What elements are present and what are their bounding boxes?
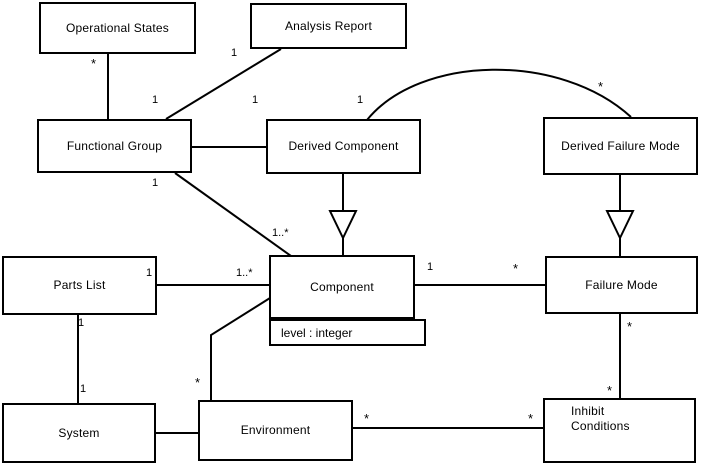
edge-derived-component--derived-failure-mode[interactable] bbox=[366, 68, 632, 121]
multiplicity-component-parts-list: 1..* bbox=[236, 267, 253, 279]
class-operational-states-label: Operational States bbox=[66, 20, 169, 35]
class-inhibit-conditions[interactable]: Inhibit Conditions bbox=[543, 398, 696, 463]
multiplicity-failure-mode-inhibit-conditions: * bbox=[627, 319, 633, 334]
class-component[interactable]: Component bbox=[269, 255, 415, 319]
class-failure-mode[interactable]: Failure Mode bbox=[545, 256, 698, 314]
multiplicity-environment-component: * bbox=[195, 375, 201, 390]
edge-functional-group--component[interactable] bbox=[174, 172, 292, 257]
multiplicity-component-failure-mode: 1 bbox=[427, 261, 434, 273]
multiplicity-parts-list-system: 1 bbox=[78, 317, 85, 329]
multiplicity-parts-list-component: 1 bbox=[146, 267, 153, 279]
class-derived-component[interactable]: Derived Component bbox=[266, 119, 421, 174]
class-operational-states[interactable]: Operational States bbox=[39, 2, 196, 54]
multiplicity-derived-failure-mode-arc: * bbox=[598, 79, 604, 94]
edge-functional-group--analysis-report[interactable] bbox=[165, 48, 282, 120]
multiplicity-environment-inhibit-conditions: * bbox=[364, 411, 370, 426]
class-derived-component-label: Derived Component bbox=[288, 139, 399, 153]
class-analysis-report-label: Analysis Report bbox=[284, 18, 373, 33]
class-derived-failure-mode-label: Derived Failure Mode bbox=[561, 138, 680, 153]
class-functional-group-label: Functional Group bbox=[66, 138, 163, 153]
multiplicity-system-parts-list: 1 bbox=[80, 383, 87, 395]
class-component-attribute-compartment[interactable]: level : integer bbox=[269, 319, 426, 346]
class-parts-list[interactable]: Parts List bbox=[2, 256, 157, 315]
class-inhibit-conditions-label: Inhibit Conditions bbox=[571, 404, 630, 433]
generalization-arrow-failure-mode bbox=[605, 210, 635, 241]
class-derived-failure-mode[interactable]: Derived Failure Mode bbox=[543, 117, 698, 175]
class-environment-label: Environment bbox=[240, 423, 311, 437]
generalization-arrow-component bbox=[328, 210, 358, 241]
class-component-attribute-level: level : integer bbox=[281, 325, 353, 340]
class-analysis-report[interactable]: Analysis Report bbox=[250, 3, 407, 49]
class-system[interactable]: System bbox=[2, 403, 156, 463]
multiplicity-derived-component-arc: 1 bbox=[357, 94, 364, 106]
class-parts-list-label: Parts List bbox=[53, 278, 106, 292]
class-environment[interactable]: Environment bbox=[198, 400, 353, 461]
class-component-label: Component bbox=[310, 279, 374, 294]
class-system-label: System bbox=[58, 425, 100, 440]
multiplicity-inhibit-conditions-environment: * bbox=[528, 411, 534, 426]
multiplicity-operational-states-functional-group: * bbox=[91, 56, 97, 71]
multiplicity-functional-group-component: 1 bbox=[152, 177, 159, 189]
class-functional-group[interactable]: Functional Group bbox=[37, 119, 192, 173]
multiplicity-failure-mode-component: * bbox=[513, 261, 519, 276]
edge-component--environment[interactable] bbox=[210, 297, 271, 400]
multiplicity-functional-group-analysis-report: 1 bbox=[152, 94, 159, 106]
multiplicity-functional-group-derived-component: 1 bbox=[252, 94, 259, 106]
multiplicity-component-functional-group: 1..* bbox=[272, 227, 289, 239]
class-failure-mode-label: Failure Mode bbox=[585, 277, 658, 292]
multiplicity-inhibit-conditions-failure-mode: * bbox=[607, 383, 613, 398]
multiplicity-analysis-report-functional-group: 1 bbox=[231, 47, 238, 59]
